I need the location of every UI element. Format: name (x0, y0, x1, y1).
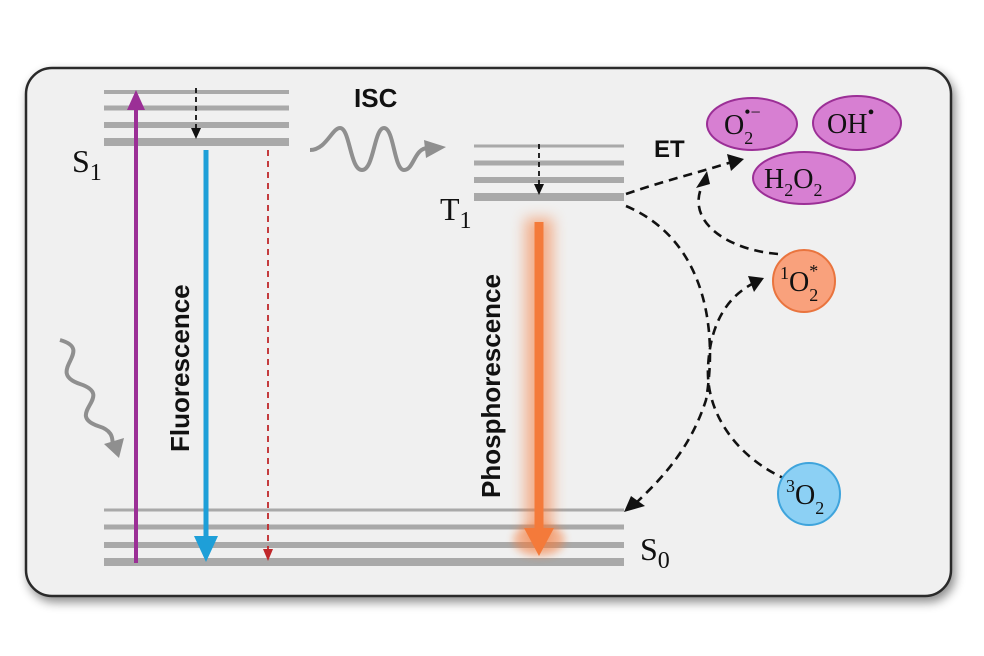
et-arrow-to-ros (625, 154, 744, 196)
t1-relaxation-arrow (534, 144, 544, 195)
s0-label: S0 (640, 531, 670, 574)
s1-label: S1 (72, 143, 102, 186)
peroxide-bubble (752, 151, 856, 205)
et-label: ET (654, 136, 685, 163)
phosphorescence-label: Phosphorescence (476, 274, 506, 498)
hydroxyl-bubble (812, 95, 902, 151)
fluorescence-arrow (194, 150, 218, 562)
hydroxyl-label: OH• (827, 102, 874, 140)
superoxide-bubble (706, 97, 798, 151)
singlet-oxygen-bubble (772, 249, 836, 313)
s1-relaxation-arrow (191, 88, 201, 139)
singlet-oxygen-to-ros-arrow (696, 171, 779, 256)
excitation-photon-wavy-arrow (59, 338, 124, 458)
t1-label: T1 (440, 191, 472, 234)
isc-wavy-arrow (309, 125, 446, 173)
diagram-panel (24, 66, 953, 598)
superoxide-label: O2•− (724, 102, 761, 148)
fluorescence-label: Fluorescence (165, 284, 195, 452)
isc-label: ISC (354, 83, 398, 113)
excitation-arrow (127, 90, 145, 563)
t1-energy-levels (474, 144, 624, 201)
oxygen-activation-arrow (706, 276, 789, 482)
peroxide-label: H2O2 (764, 164, 822, 200)
singlet-oxygen-label: 1O2* (780, 261, 818, 305)
phosphorescence-arrow (513, 218, 565, 556)
nonradiative-decay-arrow (263, 150, 273, 561)
triplet-oxygen-bubble (777, 462, 841, 526)
triplet-oxygen-label: 3O2 (786, 476, 824, 518)
